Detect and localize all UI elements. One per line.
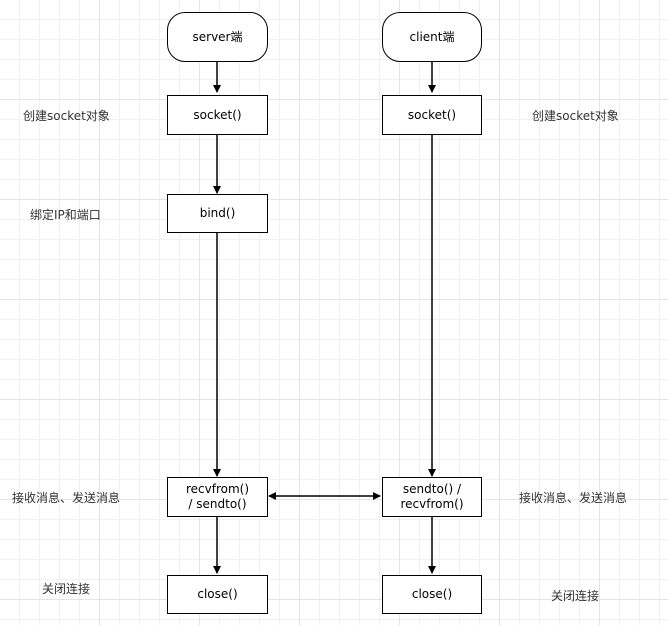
client-close-text: close() [411,587,453,601]
server-socket-text: socket() [193,107,242,122]
server-close-text: close() [197,587,238,601]
label-right-close: 关闭连接 [551,589,600,603]
server-bind-node[interactable]: bind() [167,194,268,233]
server-exchange-text: recvfrom() / sendto() [185,482,250,511]
client-socket-node[interactable]: socket() [382,95,482,135]
server-bind-text: bind() [199,206,236,220]
client-socket-text: socket() [407,107,457,122]
label-right-create-socket: 创建socket对象 [532,109,619,123]
server-start-text: server端 [192,29,243,44]
server-socket-node[interactable]: socket() [167,95,268,135]
server-start-node[interactable]: server端 [167,12,268,62]
server-exchange-node[interactable]: recvfrom() / sendto() [167,477,268,517]
label-right-exchange: 接收消息、发送消息 [519,491,628,505]
label-left-close: 关闭连接 [42,582,91,596]
client-exchange-text: sendto() / recvfrom() [400,482,464,511]
label-left-exchange: 接收消息、发送消息 [12,491,121,505]
server-close-node[interactable]: close() [167,575,268,614]
label-left-create-socket: 创建socket对象 [23,109,110,123]
label-left-bind: 绑定IP和端口 [30,208,101,222]
client-start-text: client端 [409,29,455,44]
client-start-node[interactable]: client端 [382,12,482,62]
client-close-node[interactable]: close() [382,575,482,614]
client-exchange-node[interactable]: sendto() / recvfrom() [382,477,482,517]
